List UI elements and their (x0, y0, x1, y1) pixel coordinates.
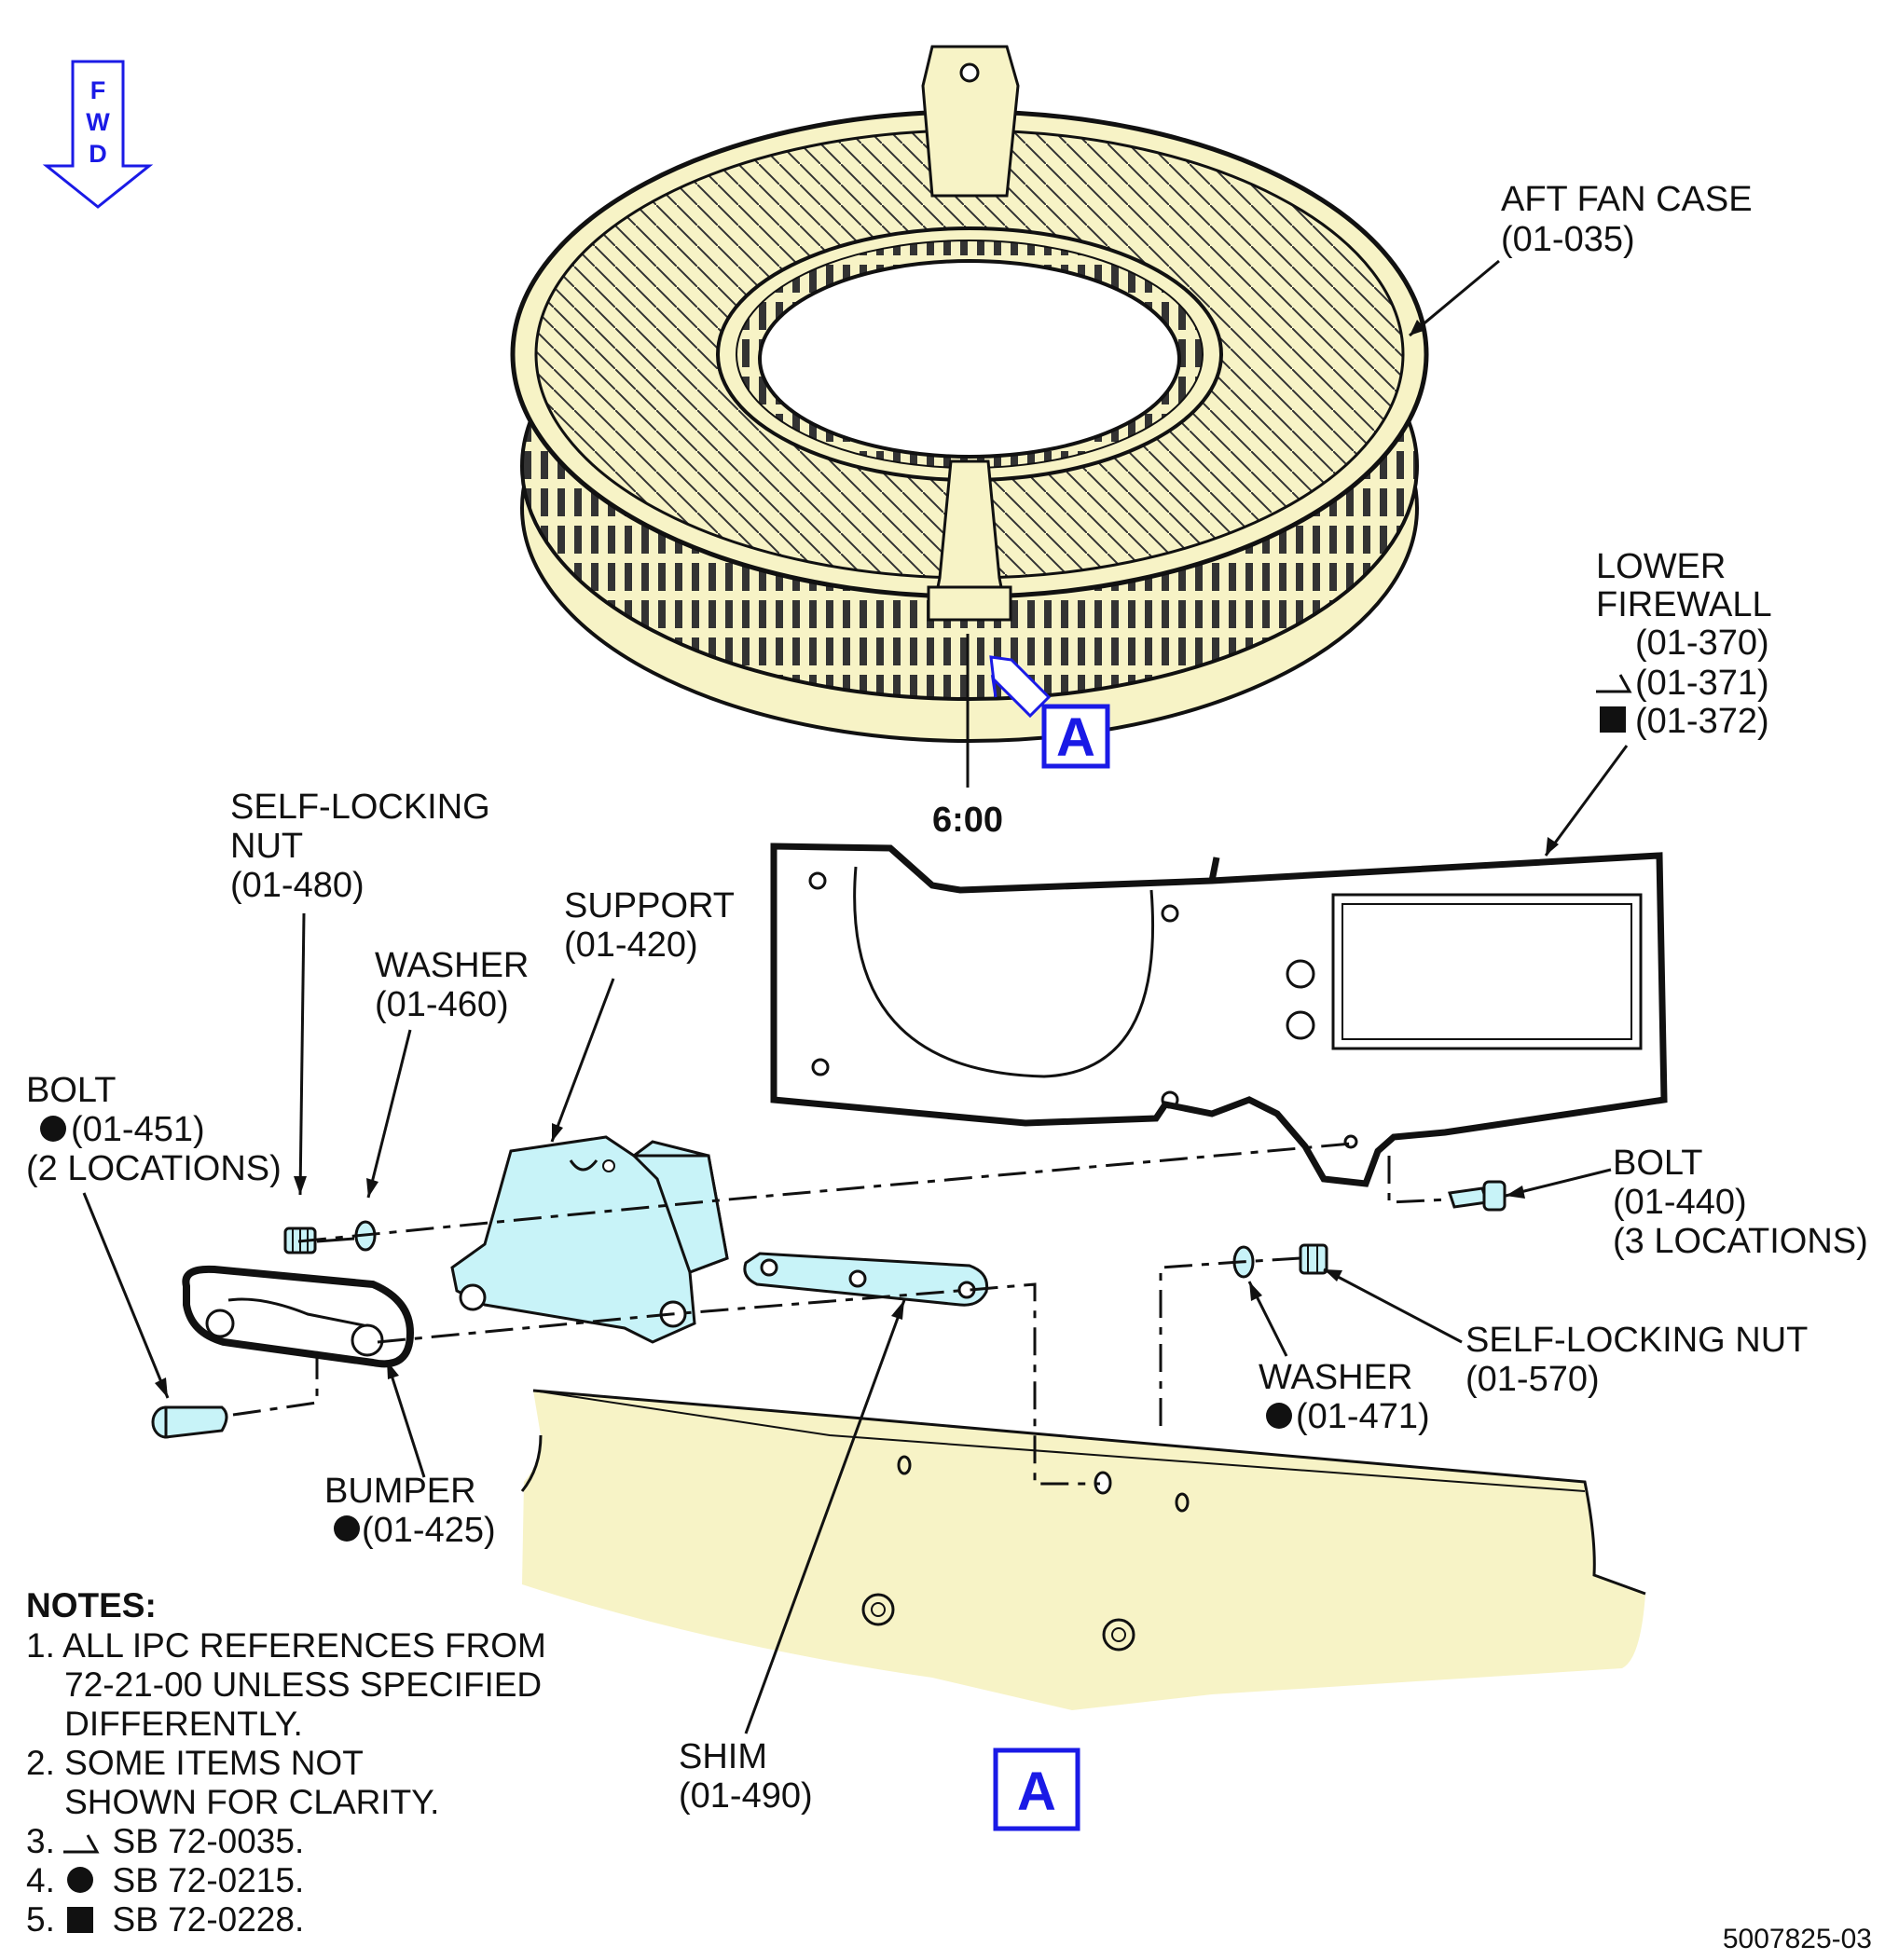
bolt-451-leader (82, 1192, 170, 1399)
self-locking-nut-570-part (1299, 1243, 1328, 1275)
self-locking-nut-480-leader (298, 912, 306, 1196)
lower-firewall-label-1: LOWER (1596, 547, 1726, 586)
washer-471-label: WASHER (1259, 1358, 1412, 1397)
aft-fan-case-illustration (510, 45, 1429, 743)
bumper-label: BUMPER (324, 1472, 476, 1511)
fwd-letter-w: W (86, 108, 110, 136)
support-part (450, 1135, 729, 1344)
note-line-5: SHOWN FOR CLARITY. (26, 1783, 439, 1821)
fwd-letter-d: D (89, 140, 107, 168)
lower-firewall-part (770, 843, 1668, 1187)
shim-label: SHIM (679, 1737, 767, 1776)
fwd-letter-f: F (90, 76, 106, 104)
bolt-440-ref: (01-440) (1613, 1183, 1747, 1222)
sb-0215-dot-icon-washer (1266, 1403, 1292, 1429)
bolt-451-ref: (01-451) (71, 1110, 205, 1149)
support-ref: (01-420) (564, 925, 698, 965)
shim-ref: (01-490) (679, 1776, 813, 1816)
fwd-arrow: F W D (42, 60, 154, 209)
bolt-440-part (1448, 1180, 1507, 1212)
assembly-line-bolt-451 (232, 1347, 319, 1417)
lower-firewall-leader (1544, 745, 1629, 857)
bumper-ref: (01-425) (362, 1511, 496, 1550)
self-locking-nut-570-leader (1323, 1268, 1463, 1344)
bumper-leader (385, 1360, 426, 1478)
sb-0228-square-icon (1600, 706, 1626, 733)
self-locking-nut-480-ref: (01-480) (230, 866, 365, 905)
bolt-440-qty: (3 LOCATIONS) (1613, 1222, 1868, 1261)
note-line-3: DIFFERENTLY. (26, 1705, 303, 1743)
engine-mount-plate (520, 1389, 1646, 1710)
self-locking-nut-570-ref: (01-570) (1465, 1360, 1600, 1399)
washer-471-ref: (01-471) (1296, 1397, 1430, 1436)
sb-0215-dot-icon-bumper (334, 1515, 360, 1542)
notes-heading: NOTES: (26, 1586, 157, 1624)
sb-0215-dot-icon (40, 1116, 66, 1142)
assembly-line-lower (377, 1282, 1100, 1486)
support-leader (550, 978, 615, 1143)
view-a-callout-bottom (993, 1748, 1080, 1831)
note-line-2: 72-21-00 UNLESS SPECIFIED (26, 1665, 542, 1704)
note-dot-icon (67, 1867, 93, 1893)
lower-firewall-label-2: FIREWALL (1596, 585, 1772, 624)
lower-firewall-ref-2: (01-371) (1635, 664, 1769, 703)
clock-position-label: 6:00 (932, 801, 1003, 840)
assembly-line-bolt-440 (1387, 1156, 1451, 1204)
support-label: SUPPORT (564, 886, 735, 925)
bolt-451-label: BOLT (26, 1071, 116, 1110)
aft-fan-case-leader (1409, 259, 1500, 337)
note-line-4: 2. SOME ITEMS NOT (26, 1744, 364, 1782)
washer-460-ref: (01-460) (375, 985, 509, 1024)
assembly-line-right (1159, 1256, 1301, 1426)
note-triangle-icon (63, 1834, 100, 1854)
notes-block: NOTES: 1. ALL IPC REFERENCES FROM 72-21-… (26, 1586, 546, 1939)
note-line-1: 1. ALL IPC REFERENCES FROM (26, 1626, 546, 1665)
drawing-number: 5007825-03 (1723, 1924, 1872, 1954)
bolt-451-qty: (2 LOCATIONS) (26, 1149, 282, 1188)
view-a-callout-top (1041, 704, 1110, 769)
bumper-part (182, 1265, 415, 1368)
self-locking-nut-570-label: SELF-LOCKING NUT (1465, 1321, 1808, 1360)
view-a-callout-bottom-letter: A (1017, 1761, 1056, 1822)
washer-460-leader (366, 1029, 412, 1199)
lower-firewall-ref-3: (01-372) (1635, 702, 1769, 741)
sb-0035-triangle-icon (1596, 674, 1632, 693)
view-a-callout-top-letter: A (1056, 707, 1095, 768)
note-line-6: 3. SB 72-0035. (26, 1822, 304, 1860)
assembly-line-upper (297, 1142, 1353, 1243)
washer-460-label: WASHER (375, 946, 529, 985)
self-locking-nut-480-label-1: SELF-LOCKING (230, 788, 490, 827)
bolt-440-label: BOLT (1613, 1144, 1702, 1183)
self-locking-nut-480-label-2: NUT (230, 827, 303, 866)
lower-firewall-ref-1: (01-370) (1635, 624, 1769, 663)
view-a-pointer-arrow (989, 655, 1052, 719)
note-square-icon (67, 1907, 93, 1933)
aft-fan-case-ref: (01-035) (1501, 220, 1635, 259)
aft-fan-case-label: AFT FAN CASE (1501, 180, 1753, 219)
shim-leader (744, 1299, 906, 1734)
bolt-451-part (151, 1405, 228, 1439)
